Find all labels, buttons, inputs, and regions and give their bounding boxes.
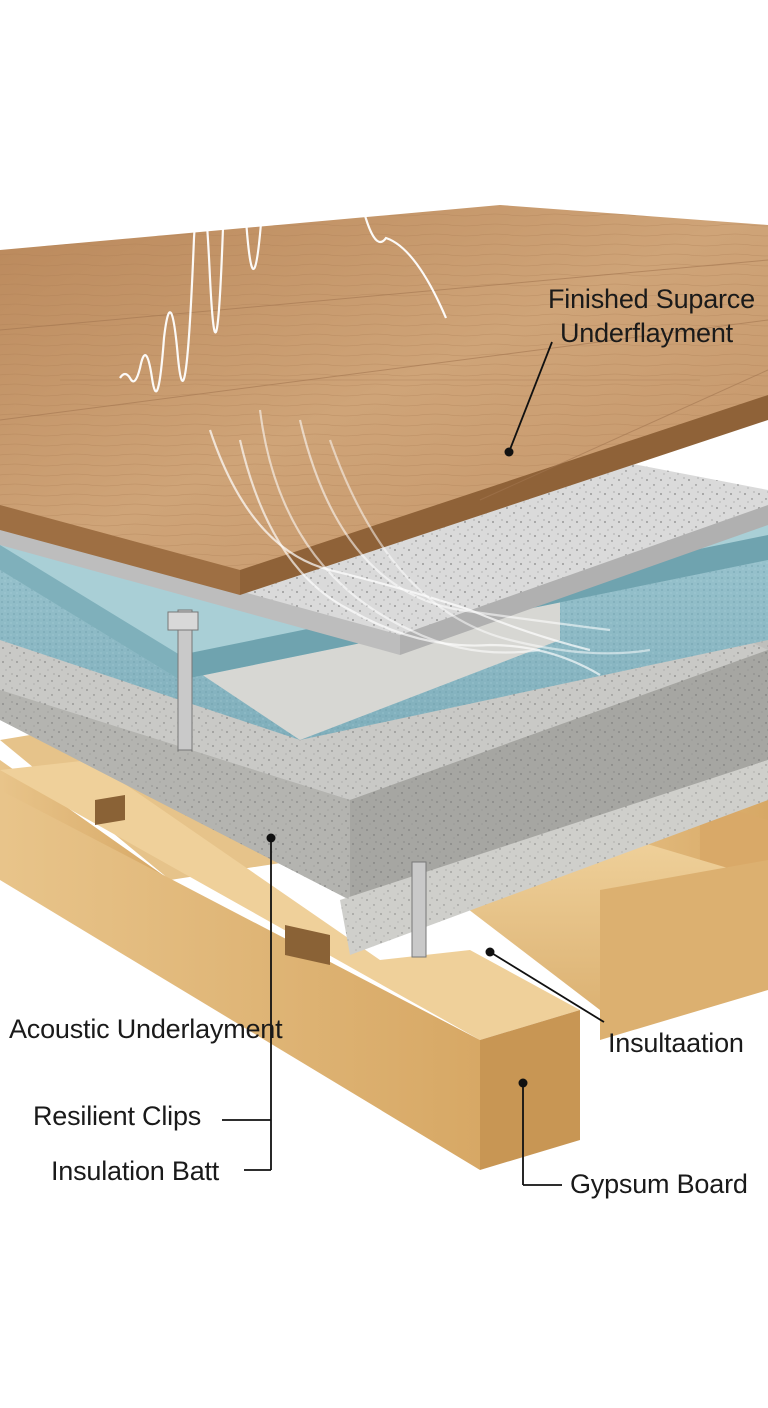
label-resilient-clips: Resilient Clips xyxy=(33,1101,202,1131)
wood-joists xyxy=(0,720,768,1170)
resilient-clip xyxy=(167,609,427,958)
leader-lines xyxy=(222,341,605,1186)
label-insulation-right: Insultaation xyxy=(608,1028,744,1058)
label-gypsum-board: Gypsum Board xyxy=(570,1169,748,1199)
sound-wave-icon xyxy=(119,54,651,676)
label-underlayment-top: Underflayment xyxy=(560,318,733,348)
label-finished-surface: Finished Suparce xyxy=(548,284,755,314)
label-insulation-batt: Insulation Batt xyxy=(51,1156,220,1186)
label-acoustic-underlayment: Acoustic Underlayment xyxy=(9,1014,283,1044)
